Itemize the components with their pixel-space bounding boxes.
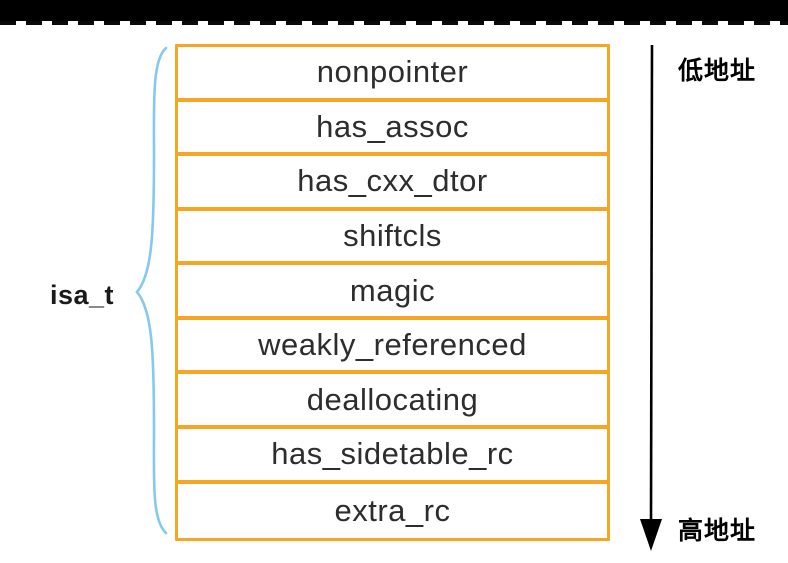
letterbox-bar (0, 0, 788, 25)
field-row-has_cxx_dtor: has_cxx_dtor (178, 156, 607, 211)
struct-name-label: isa_t (49, 280, 115, 310)
high-address-label: 高地址 (678, 517, 757, 545)
field-row-weakly_referenced: weakly_referenced (178, 320, 607, 375)
field-row-deallocating: deallocating (178, 374, 607, 429)
field-row-has_sidetable_rc: has_sidetable_rc (178, 429, 607, 484)
left-curly-brace (135, 46, 168, 535)
field-row-extra_rc: extra_rc (334, 492, 451, 528)
address-direction-arrow-icon (640, 44, 662, 551)
field-row-nonpointer: nonpointer (178, 47, 607, 102)
field-row-shiftcls: shiftcls (178, 211, 607, 266)
field-row-magic: magic (178, 265, 607, 320)
low-address-label: 低地址 (678, 57, 757, 85)
field-row-has_assoc: has_assoc (178, 102, 607, 157)
